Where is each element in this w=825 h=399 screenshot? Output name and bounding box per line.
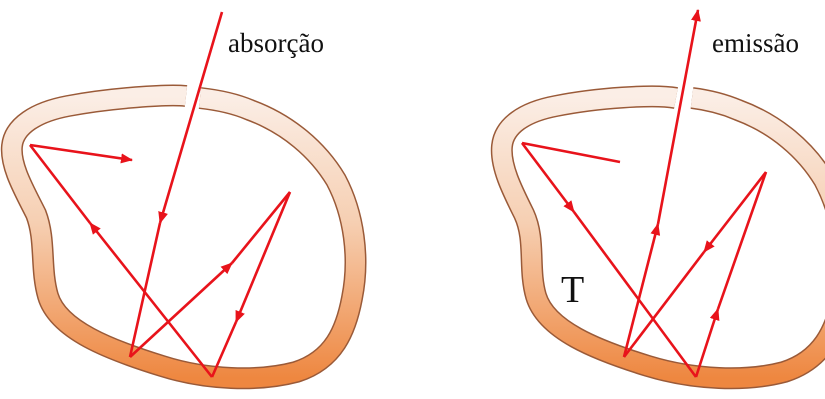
emission-label: emissão xyxy=(712,28,799,59)
cavity-wall-fill xyxy=(12,95,356,378)
ray-segment xyxy=(130,263,232,357)
ray-segment xyxy=(718,172,766,309)
ray-segment xyxy=(236,192,290,322)
ray-segment xyxy=(624,224,658,357)
ray-segment xyxy=(130,223,160,357)
ray-segment xyxy=(624,252,704,357)
ray-segment xyxy=(30,145,132,160)
ray-segment xyxy=(704,172,766,252)
outgoing-ray xyxy=(658,10,698,224)
absorption-label: absorção xyxy=(228,28,324,59)
absorption-diagram xyxy=(12,12,356,378)
temperature-label: T xyxy=(561,268,584,312)
cavity-wall-fill xyxy=(502,96,825,378)
incoming-ray xyxy=(160,12,222,223)
emission-diagram xyxy=(502,10,825,378)
ray-segment xyxy=(232,192,290,263)
ray-segment xyxy=(522,143,620,162)
